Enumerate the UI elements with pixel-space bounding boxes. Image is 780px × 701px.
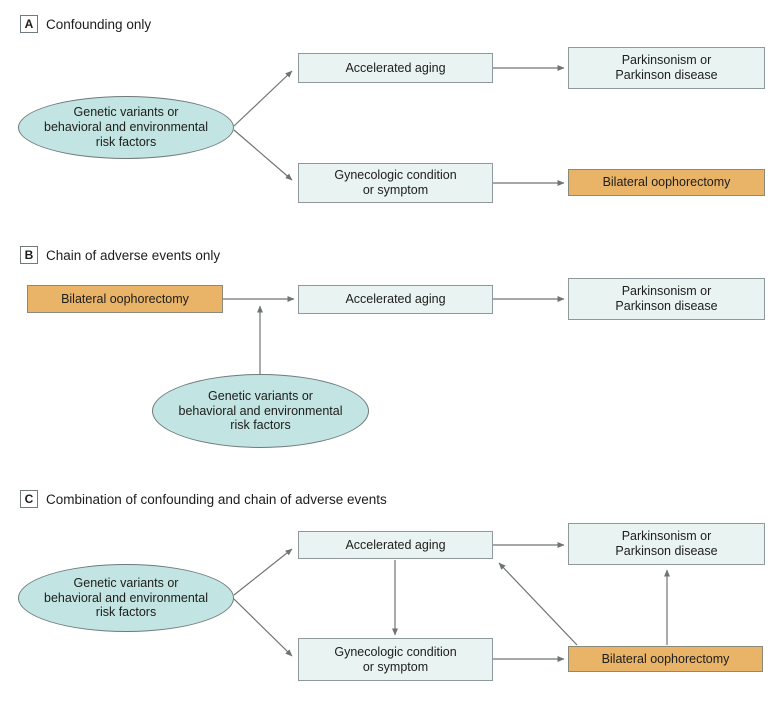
arrow-c-oophorectomy-to-aging	[498, 562, 578, 646]
node-c-risk-factors: Genetic variants or behavioral and envir…	[18, 564, 234, 632]
arrow-a-risk-to-gynecologic	[233, 129, 293, 181]
arrow-c-risk-to-gynecologic	[233, 598, 293, 657]
panel-b-title: Chain of adverse events only	[46, 247, 221, 263]
arrow-a-risk-to-aging	[233, 70, 293, 127]
node-b-parkinsonism: Parkinsonism or Parkinson disease	[568, 278, 765, 320]
panel-a-letter: A	[20, 15, 38, 33]
node-a-oophorectomy: Bilateral oophorectomy	[568, 169, 765, 196]
node-a-gynecologic: Gynecologic condition or symptom	[298, 163, 493, 203]
node-a-risk-factors: Genetic variants or behavioral and envir…	[18, 96, 234, 159]
panel-a-title: Confounding only	[46, 16, 152, 32]
arrow-c-risk-to-aging	[233, 548, 293, 596]
node-b-accelerated-aging: Accelerated aging	[298, 285, 493, 314]
panel-c-letter: C	[20, 490, 38, 508]
node-b-oophorectomy: Bilateral oophorectomy	[27, 285, 223, 313]
node-c-oophorectomy: Bilateral oophorectomy	[568, 646, 763, 672]
panel-c-header: C Combination of confounding and chain o…	[20, 490, 387, 508]
panel-c-title: Combination of confounding and chain of …	[46, 491, 387, 507]
node-c-accelerated-aging: Accelerated aging	[298, 531, 493, 559]
panel-a-header: A Confounding only	[20, 15, 151, 33]
node-a-accelerated-aging: Accelerated aging	[298, 53, 493, 83]
panel-b-letter: B	[20, 246, 38, 264]
node-b-risk-factors: Genetic variants or behavioral and envir…	[152, 374, 369, 448]
panel-b-header: B Chain of adverse events only	[20, 246, 220, 264]
node-c-parkinsonism: Parkinsonism or Parkinson disease	[568, 523, 765, 565]
node-c-gynecologic: Gynecologic condition or symptom	[298, 638, 493, 681]
node-a-parkinsonism: Parkinsonism or Parkinson disease	[568, 47, 765, 89]
